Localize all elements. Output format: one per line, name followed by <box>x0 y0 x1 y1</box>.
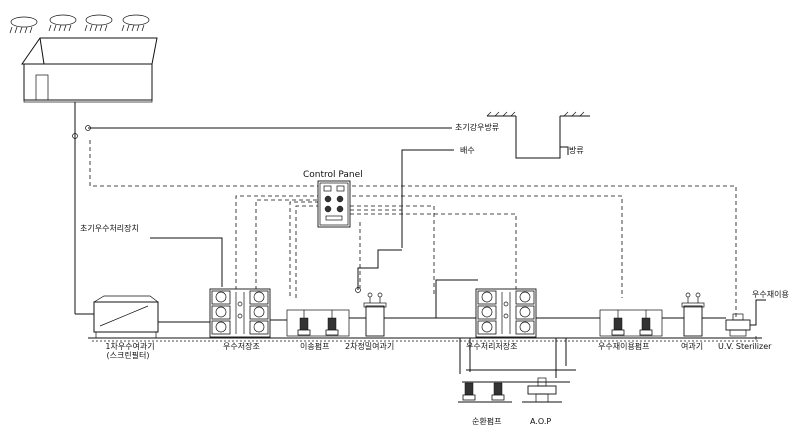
reuse-label: 우수재이용 <box>752 289 789 299</box>
cloud-icon <box>9 16 38 34</box>
treated-water-tank <box>475 288 537 338</box>
reuse-pumps <box>599 309 663 337</box>
overflow-pit <box>515 116 561 159</box>
cloud-icon <box>48 14 77 32</box>
circulation-pumps <box>458 382 512 403</box>
circulation-pump-label: 순환펌프 <box>472 416 501 426</box>
valve-icon <box>355 287 361 293</box>
control-panel-label: Control Panel <box>303 170 363 180</box>
gauge-icon <box>324 195 332 203</box>
reuse-pump-label: 우수재이용펌프 <box>598 341 650 351</box>
valve-icon <box>72 133 78 139</box>
filter-unit <box>681 292 705 337</box>
building-icon <box>21 37 158 103</box>
secondary-filter <box>363 292 387 337</box>
secondary-filter-label: 2차정밀여과기 <box>345 341 394 351</box>
treated-tank-label: 우수처리저장조 <box>466 341 518 351</box>
filter-label: 여과기 <box>681 341 703 351</box>
gauge-icon <box>336 195 344 203</box>
discharge-pipe-label: 배수 <box>460 146 475 155</box>
cloud-icons <box>9 14 150 34</box>
transfer-pumps <box>286 309 350 337</box>
aop-label: A.O.P <box>530 417 551 426</box>
aop-unit <box>522 377 562 403</box>
uv-sterilizer <box>725 313 751 337</box>
first-rain-drain-label: 초기강우방류 <box>455 122 499 132</box>
control-signal-lines <box>89 140 737 318</box>
primary-filter-label-line1: 1차우수여과기 <box>105 341 154 351</box>
storage-tank-label: 우수저장조 <box>223 341 260 351</box>
transfer-pump-label: 이송펌프 <box>300 341 329 351</box>
control-panel <box>317 180 351 228</box>
cloud-icon <box>121 14 150 32</box>
gauge-icon <box>336 205 344 213</box>
first-rain-device-label: 초기우수처리장치 <box>80 223 139 233</box>
overflow-label: 방류 <box>569 145 584 155</box>
primary-filter-label-line2: (스크린필터) <box>106 350 149 360</box>
storage-tank <box>209 288 271 338</box>
gauge-icon <box>324 205 332 213</box>
uv-sterilizer-label: U.V. Sterilizer <box>718 342 772 351</box>
primary-filter <box>93 295 159 338</box>
cloud-icon <box>84 14 113 32</box>
